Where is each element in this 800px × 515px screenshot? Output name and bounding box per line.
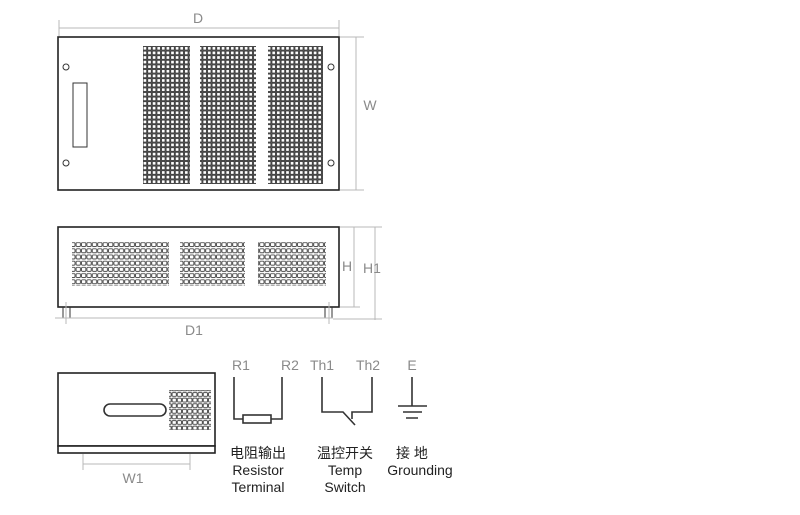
pin-label-r2: R2: [281, 357, 299, 373]
label-cn: 电阻输出: [230, 445, 286, 461]
pin-label-th2: Th2: [356, 357, 380, 373]
dim-label-h: H: [342, 258, 352, 274]
pin-label-th1: Th1: [310, 357, 334, 373]
dim-label-d1: D1: [185, 322, 203, 338]
mounting-hole: [327, 159, 335, 167]
vent-perforations: [180, 242, 245, 286]
label-en: Resistor: [232, 462, 284, 478]
dimension-h1: H1: [333, 227, 382, 320]
switch-icon: [321, 377, 373, 426]
label-en: Temp: [328, 462, 362, 478]
dimension-d1: D1: [55, 302, 333, 338]
label-cn: 温控开关: [317, 445, 373, 461]
ground-icon: [398, 377, 427, 419]
label-en: Grounding: [387, 462, 452, 478]
label-cn: 接 地: [396, 445, 428, 461]
resistor-terminal-symbol: R1 R2 电阻输出 Resistor Terminal: [230, 357, 299, 495]
pin-label-e: E: [407, 357, 416, 373]
dim-label-h1: H1: [363, 260, 381, 276]
side-view: H H1 D1: [55, 226, 382, 338]
base-plate: [57, 445, 216, 454]
label-en: Switch: [324, 479, 365, 495]
handle-slot: [103, 403, 167, 417]
dim-label-w: W: [363, 97, 377, 113]
mounting-hole: [327, 63, 335, 71]
label-slot: [72, 82, 88, 148]
pin-label-r1: R1: [232, 357, 250, 373]
label-en: Terminal: [232, 479, 285, 495]
dim-label-w1: W1: [123, 470, 144, 486]
vent-grid: [268, 46, 323, 184]
vent-grid: [200, 46, 256, 184]
vent-perforations: [72, 242, 169, 286]
vent-perforations: [169, 390, 211, 430]
top-view: D W: [57, 10, 377, 191]
mounting-hole: [62, 63, 70, 71]
mounting-hole: [62, 159, 70, 167]
dimension-d: D: [58, 10, 340, 36]
grounding-symbol: E 接 地 Grounding: [387, 357, 452, 478]
dimension-w: W: [340, 36, 377, 191]
dim-label-d: D: [193, 10, 203, 26]
vent-grid: [143, 46, 190, 184]
front-view: W1: [57, 372, 216, 486]
dimension-w1: W1: [82, 454, 191, 486]
vent-perforations: [258, 242, 326, 286]
temp-switch-symbol: Th1 Th2 温控开关 Temp Switch: [310, 357, 380, 495]
resistor-icon: [242, 414, 272, 424]
